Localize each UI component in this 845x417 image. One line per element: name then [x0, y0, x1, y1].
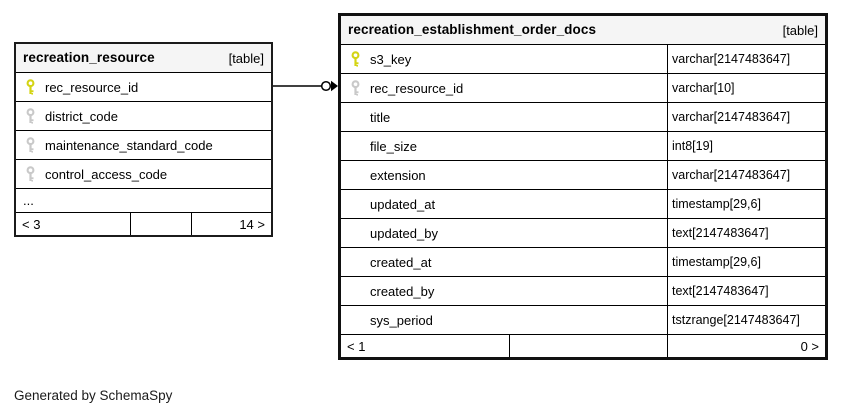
column-name: file_size: [370, 138, 417, 154]
column-type-cell: int8[19]: [667, 132, 825, 160]
column-name-cell: file_size: [341, 132, 667, 160]
footer-children-count: 0 >: [667, 335, 825, 357]
column-name: created_at: [370, 254, 432, 270]
column-name: s3_key: [370, 51, 412, 67]
column-type-cell: varchar[2147483647]: [667, 161, 825, 189]
column-name-cell: rec_resource_id: [16, 73, 271, 101]
column-name: district_code: [45, 108, 118, 124]
generated-by-note: Generated by SchemaSpy: [14, 388, 173, 403]
column-name: control_access_code: [45, 166, 168, 182]
column-row: updated_at timestamp[29,6]: [341, 189, 825, 218]
column-name-cell: created_at: [341, 248, 667, 276]
column-name-cell: district_code: [16, 102, 271, 130]
table-header[interactable]: recreation_resource [table]: [16, 44, 271, 72]
column-row: district_code: [16, 101, 271, 130]
key-icon-placeholder: [350, 109, 361, 125]
column-name: updated_at: [370, 196, 436, 212]
zero-circle-notation: [320, 80, 332, 92]
column-type-cell: text[2147483647]: [667, 277, 825, 305]
ellipsis-row: ...: [16, 188, 271, 212]
column-name: updated_by: [370, 225, 438, 241]
footer-middle-cell: [509, 335, 667, 357]
column-type-cell: tstzrange[2147483647]: [667, 306, 825, 334]
column-name-cell: sys_period: [341, 306, 667, 334]
primary-key-icon: [25, 79, 36, 95]
column-name: extension: [370, 167, 426, 183]
table-recreation-establishment-order-docs: recreation_establishment_order_docs [tab…: [338, 13, 828, 360]
table-footer: < 1 0 >: [341, 334, 825, 357]
key-icon-placeholder: [350, 254, 361, 270]
column-name-cell: updated_at: [341, 190, 667, 218]
footer-parents-count: < 1: [347, 338, 366, 354]
key-icon-placeholder: [350, 225, 361, 241]
column-type-cell: timestamp[29,6]: [667, 248, 825, 276]
column-name: sys_period: [370, 312, 433, 328]
column-row: s3_key varchar[2147483647]: [341, 44, 825, 73]
column-type-cell: varchar[2147483647]: [667, 45, 825, 73]
column-name-cell: title: [341, 103, 667, 131]
column-name-cell: rec_resource_id: [341, 74, 667, 102]
column-row: control_access_code: [16, 159, 271, 188]
column-row: title varchar[2147483647]: [341, 102, 825, 131]
column-type-cell: text[2147483647]: [667, 219, 825, 247]
column-name-cell: control_access_code: [16, 160, 271, 188]
column-row: created_by text[2147483647]: [341, 276, 825, 305]
column-rows: rec_resource_id district_code maintenance_…: [16, 72, 271, 188]
table-tag: [table]: [228, 50, 264, 66]
foreign-key-icon: [25, 108, 36, 124]
column-type-cell: varchar[10]: [667, 74, 825, 102]
primary-key-icon: [350, 51, 361, 67]
footer-parents-count: < 3: [22, 216, 41, 232]
key-icon-placeholder: [350, 138, 361, 154]
table-title: recreation_establishment_order_docs: [348, 22, 597, 38]
column-row: rec_resource_id: [16, 72, 271, 101]
key-icon-placeholder: [350, 312, 361, 328]
key-icon-placeholder: [350, 196, 361, 212]
column-row: sys_period tstzrange[2147483647]: [341, 305, 825, 334]
column-name: maintenance_standard_code: [45, 137, 213, 153]
table-header[interactable]: recreation_establishment_order_docs [tab…: [341, 16, 825, 44]
table-recreation-resource: recreation_resource [table] rec_resource…: [14, 42, 273, 237]
column-name: title: [370, 109, 391, 125]
column-name-cell: s3_key: [341, 45, 667, 73]
footer-middle-cell: [130, 213, 191, 235]
column-row: created_at timestamp[29,6]: [341, 247, 825, 276]
column-type-cell: varchar[2147483647]: [667, 103, 825, 131]
column-row: extension varchar[2147483647]: [341, 160, 825, 189]
foreign-key-icon: [25, 137, 36, 153]
table-footer: < 3 14 >: [16, 212, 271, 235]
column-row: file_size int8[19]: [341, 131, 825, 160]
column-row: rec_resource_id varchar[10]: [341, 73, 825, 102]
key-icon-placeholder: [350, 167, 361, 183]
footer-children-count: 14 >: [191, 213, 271, 235]
column-type-cell: timestamp[29,6]: [667, 190, 825, 218]
column-name: created_by: [370, 283, 435, 299]
table-title: recreation_resource: [23, 50, 155, 66]
relationship-connector: [273, 80, 338, 92]
column-name-cell: updated_by: [341, 219, 667, 247]
column-name: rec_resource_id: [370, 80, 464, 96]
column-row: maintenance_standard_code: [16, 130, 271, 159]
arrowhead-icon: [331, 80, 338, 92]
foreign-key-icon: [350, 80, 361, 96]
column-name-cell: maintenance_standard_code: [16, 131, 271, 159]
column-name: rec_resource_id: [45, 79, 139, 95]
column-name-cell: created_by: [341, 277, 667, 305]
column-row: updated_by text[2147483647]: [341, 218, 825, 247]
table-tag: [table]: [782, 22, 818, 38]
foreign-key-icon: [25, 166, 36, 182]
key-icon-placeholder: [350, 283, 361, 299]
column-name-cell: extension: [341, 161, 667, 189]
